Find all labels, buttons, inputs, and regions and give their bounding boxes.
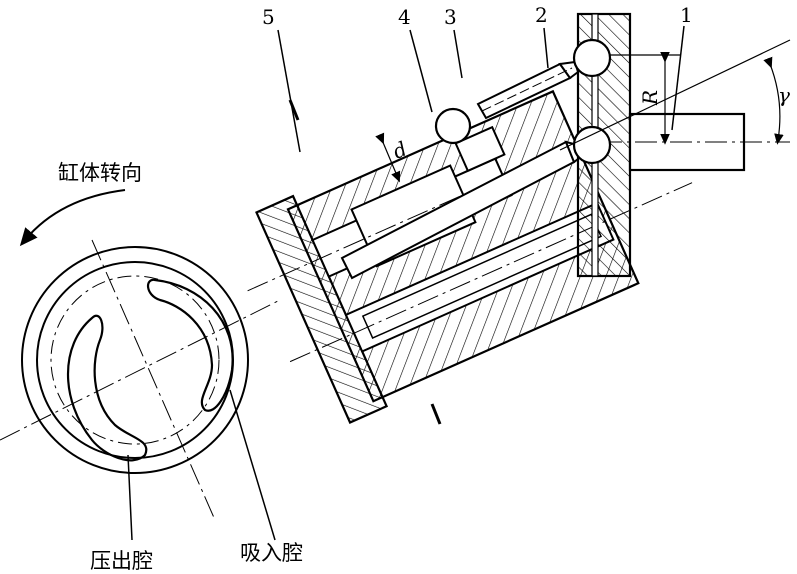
port-plate-view <box>0 239 281 521</box>
radius-dimension <box>610 52 680 145</box>
part-label-5: 5 <box>262 5 275 29</box>
ball-joint-piston <box>434 107 472 145</box>
suction-label: 吸入腔 <box>240 541 303 565</box>
ball-joint-bottom <box>572 125 612 165</box>
part-label-2: 2 <box>535 3 548 27</box>
section-mark-bottom <box>430 403 442 425</box>
discharge-label: 压出腔 <box>90 549 153 573</box>
valve-plate <box>255 194 389 424</box>
suction-port <box>147 278 234 412</box>
radius-label: R <box>638 90 662 106</box>
discharge-port <box>67 314 148 462</box>
part-leaders <box>277 25 685 153</box>
ball-joint-top <box>572 38 612 78</box>
port-plate-inner <box>36 261 234 459</box>
rotation-label: 缸体转向 <box>58 161 142 185</box>
discharge-leader <box>127 454 133 541</box>
suction-leader <box>229 389 276 541</box>
part-label-3: 3 <box>444 5 457 29</box>
connecting-rod-upper <box>476 60 580 120</box>
piston-diameter-label: d <box>389 137 410 164</box>
port-plate-outer <box>21 246 249 474</box>
part-label-4: 4 <box>398 5 411 29</box>
angle-label: γ <box>778 83 790 107</box>
part-label-1: 1 <box>680 3 693 27</box>
angle-dimension <box>559 39 791 151</box>
rotation-arrow <box>19 189 126 247</box>
piston-diameter-dimension <box>375 132 401 183</box>
